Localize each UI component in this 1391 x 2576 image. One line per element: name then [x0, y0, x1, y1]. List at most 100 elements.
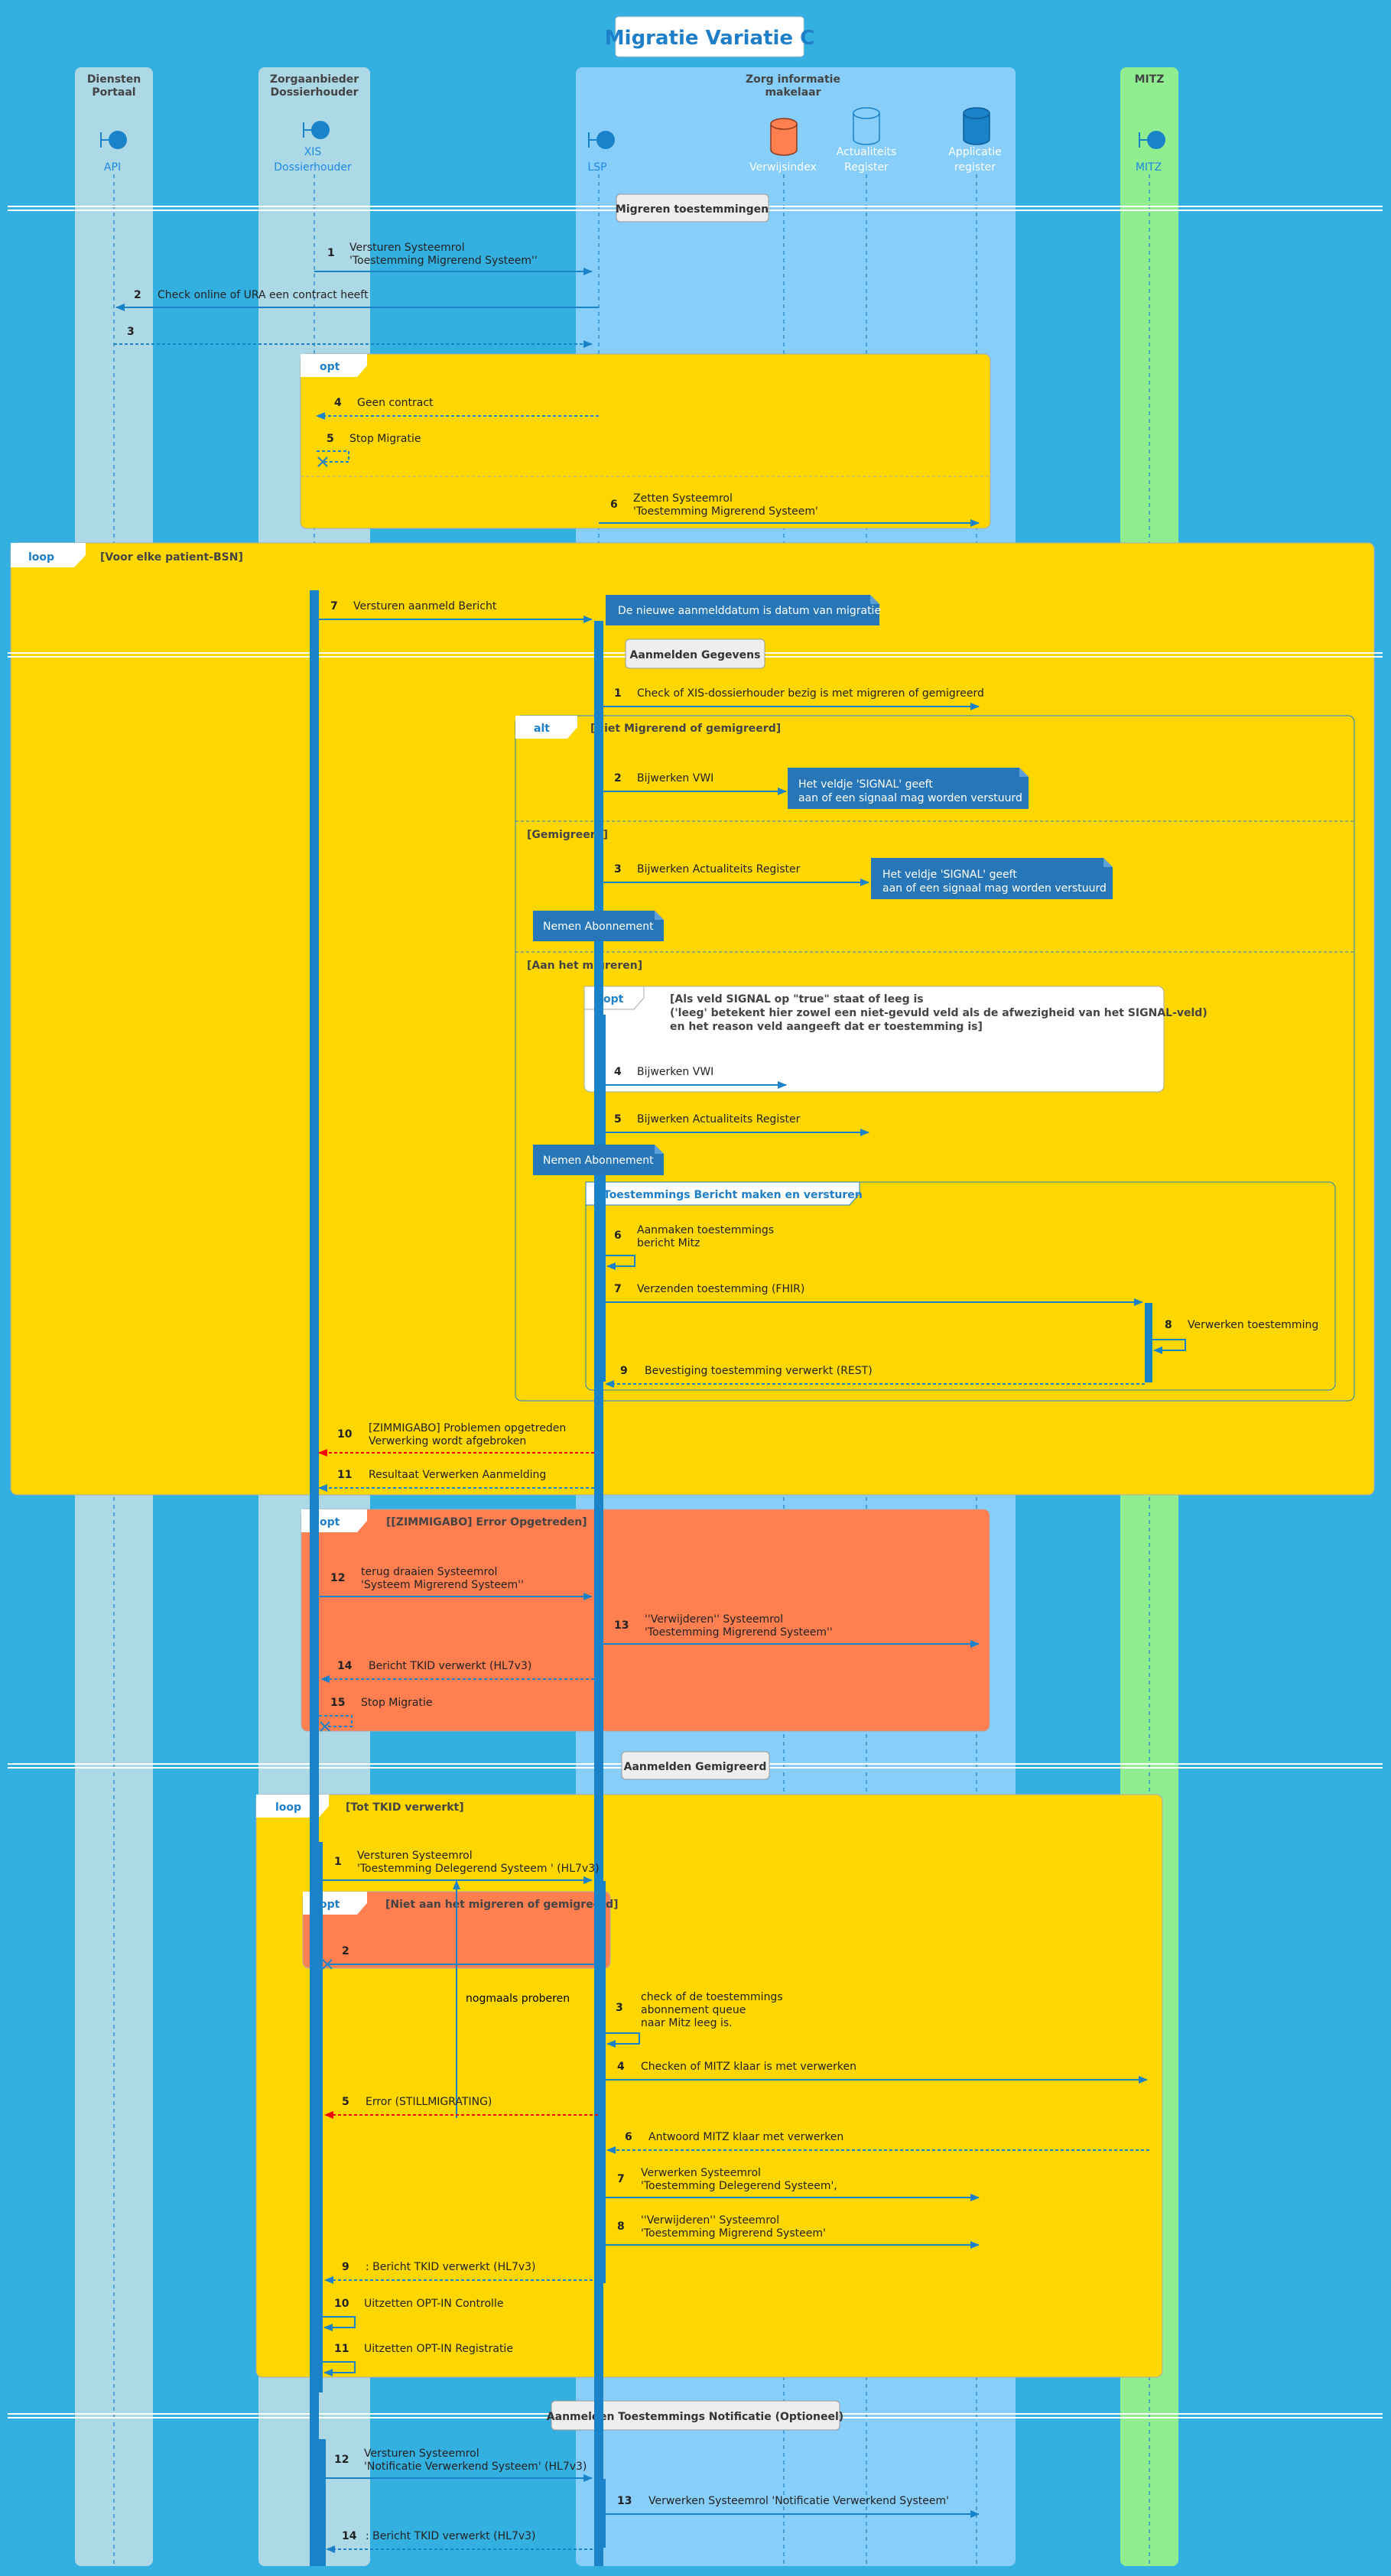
message-label: 'Toestemming Delegerend Systeem', — [641, 2180, 837, 2192]
message-label: Bijwerken Actualiteits Register — [637, 1113, 801, 1126]
message-number: 9 — [620, 1365, 628, 1377]
note-aanmelddatum: De nieuwe aanmelddatum is datum van migr… — [606, 595, 881, 625]
fragment-opt-signal: opt [Als veld SIGNAL op "true" staat of … — [583, 986, 1207, 1093]
divider-label: Aanmelden Gegevens — [630, 649, 761, 661]
message-h11: 11 Uitzetten OPT-IN Registratie — [323, 2343, 513, 2376]
message-label: Error (STILLMIGRATING) — [366, 2096, 492, 2108]
message-label: Versturen Systeemrol — [364, 2448, 479, 2460]
message-k14: 14 : Bericht TKID verwerkt (HL7v3) — [326, 2530, 598, 2553]
message-number: 8 — [1165, 1319, 1172, 1331]
message-label: 'Toestemming Migrerend Systeem' — [633, 505, 818, 518]
message-label: Stop Migratie — [349, 433, 421, 445]
message-g15: 15 Stop Migratie — [319, 1697, 432, 1732]
participant-label-applicatie-2: register — [954, 161, 996, 174]
message-label: Bijwerken Actualiteits Register — [637, 863, 801, 875]
message-label: ''Verwijderen'' Systeemrol — [645, 1613, 783, 1626]
message-number: 2 — [134, 289, 141, 301]
divider-aanmelden-gegevens: Aanmelden Gegevens — [8, 638, 1383, 669]
message-m4: 4 Geen contract — [316, 397, 599, 420]
divider-aanmelden-notificatie: Aanmelden Toestemmings Notificatie (Opti… — [8, 2400, 1383, 2431]
message-g6: 6 Aanmaken toestemmings bericht Mitz — [606, 1224, 774, 1270]
note-text-1: Het veldje 'SIGNAL' geeft — [882, 869, 1017, 881]
participant-applicatie-register: Applicatie register — [948, 107, 1002, 174]
message-label: Uitzetten OPT-IN Controlle — [364, 2298, 503, 2310]
message-g3: 3 Bijwerken Actualiteits Register — [603, 863, 869, 886]
participant-label-verwijsindex: Verwijsindex — [749, 161, 817, 174]
message-label: Zetten Systeemrol — [633, 492, 733, 505]
fragment-condition-line-1: [Als veld SIGNAL op "true" staat of leeg… — [670, 993, 924, 1005]
message-label: 'Toestemming Migrerend Systeem'' — [349, 255, 538, 267]
message-m2: 2 Check online of URA een contract heeft — [115, 289, 599, 311]
message-number: 12 — [330, 1572, 345, 1584]
message-label: Versturen Systeemrol — [357, 1850, 473, 1862]
message-label: bericht Mitz — [637, 1237, 700, 1249]
fragment-condition-line-3: en het reason veld aangeeft dat er toest… — [670, 1021, 983, 1033]
message-number: 10 — [337, 1428, 353, 1441]
activation-lsp-inner-2 — [598, 1881, 606, 2283]
message-number: 4 — [614, 1066, 622, 1078]
message-number: 11 — [337, 1469, 352, 1481]
message-label: Bijwerken VWI — [637, 772, 713, 784]
message-g14: 14 Bericht TKID verwerkt (HL7v3) — [320, 1660, 594, 1683]
message-h4: 4 Checken of MITZ klaar is met verwerken — [606, 2061, 1148, 2084]
message-label: 'Systeem Migrerend Systeem'' — [361, 1579, 524, 1591]
message-h3: 3 check of de toestemmings abonnement qu… — [606, 1991, 783, 2048]
message-number: 6 — [610, 499, 618, 511]
message-g1: 1 Check of XIS-dossierhouder bezig is me… — [603, 687, 984, 710]
message-h2: 2 — [322, 1945, 598, 1970]
boundary-icon — [588, 131, 615, 149]
divider-label: Aanmelden Gemigreerd — [624, 1761, 767, 1773]
message-number: 6 — [625, 2131, 632, 2143]
message-label: Verwerking wordt afgebroken — [369, 1435, 526, 1447]
messages: 1 Versturen Systeemrol 'Toestemming Migr… — [114, 242, 1318, 2553]
message-g5: 5 Bijwerken Actualiteits Register — [606, 1113, 869, 1136]
message-label: Versturen Systeemrol — [349, 242, 465, 254]
message-m5: 5 Stop Migratie — [317, 433, 421, 467]
fragment-condition: [Aan het migreren] — [527, 960, 642, 972]
fragment-condition: [Gemigreerd] — [527, 829, 608, 841]
fragment-condition: [Niet aan het migreren of gemigreerd] — [385, 1899, 619, 1911]
participant-xis: XIS Dossierhouder — [274, 121, 352, 174]
boundary-icon — [100, 131, 127, 149]
message-label: Verwerken Systeemrol 'Notificatie Verwer… — [648, 2495, 949, 2507]
fragment-condition: [Voor elke patient-BSN] — [100, 551, 243, 564]
message-number: 1 — [334, 1856, 342, 1868]
message-label: : Bericht TKID verwerkt (HL7v3) — [366, 2261, 536, 2273]
box-label-diensten-1: Diensten — [87, 73, 141, 86]
database-icon — [770, 118, 798, 156]
boundary-icon — [303, 121, 330, 139]
fragment-keyword: opt — [603, 993, 624, 1005]
message-label: Checken of MITZ klaar is met verwerken — [641, 2061, 856, 2073]
activation-mitz — [1145, 1303, 1152, 1382]
participant-label-actualiteits-1: Actualiteits — [837, 146, 897, 158]
note-text: Nemen Abonnement — [543, 1155, 654, 1167]
participant-label-applicatie-1: Applicatie — [948, 146, 1001, 158]
participant-actualiteits-register: Actualiteits Register — [837, 107, 897, 174]
divider-migreren-toestemmingen: Migreren toestemmingen — [8, 193, 1383, 223]
divider-label: Aanmelden Toestemmings Notificatie (Opti… — [547, 2411, 843, 2423]
message-m6: 6 Zetten Systeemrol 'Toestemming Migrere… — [599, 492, 980, 527]
fragment-keyword: alt — [534, 723, 550, 735]
fragment-opt-error: opt [[ZIMMIGABO] Error Opgetreden] — [301, 1509, 990, 1732]
activation-bars — [310, 590, 1152, 2566]
message-label: Antwoord MITZ klaar met verwerken — [648, 2131, 843, 2143]
participant-verwijsindex: Verwijsindex — [749, 118, 817, 174]
participant-label-api: API — [104, 161, 121, 174]
message-label: Bijwerken VWI — [637, 1066, 713, 1078]
activation-lsp-inner-3 — [598, 2479, 606, 2548]
message-label: Check online of URA een contract heeft — [158, 289, 369, 301]
message-label: 'Toestemming Migrerend Systeem' — [641, 2227, 826, 2240]
message-number: 5 — [342, 2096, 349, 2108]
message-k13: 13 Verwerken Systeemrol 'Notificatie Ver… — [606, 2495, 980, 2518]
fragment-keyword: loop — [28, 551, 54, 564]
message-label: Resultaat Verwerken Aanmelding — [369, 1469, 546, 1481]
participant-label-mitz: MITZ — [1136, 161, 1162, 174]
message-number: 13 — [617, 2495, 632, 2507]
message-label: 'Notificatie Verwerkend Systeem' (HL7v3) — [364, 2461, 587, 2473]
message-label: abonnement queue — [641, 2004, 746, 2016]
message-number: 7 — [614, 1283, 622, 1295]
box-label-mitz: MITZ — [1135, 73, 1165, 86]
message-g7: 7 Verzenden toestemming (FHIR) — [606, 1283, 1143, 1306]
message-m7: 7 Versturen aanmeld Bericht — [319, 600, 593, 623]
message-label: [ZIMMIGABO] Problemen opgetreden — [369, 1422, 566, 1434]
